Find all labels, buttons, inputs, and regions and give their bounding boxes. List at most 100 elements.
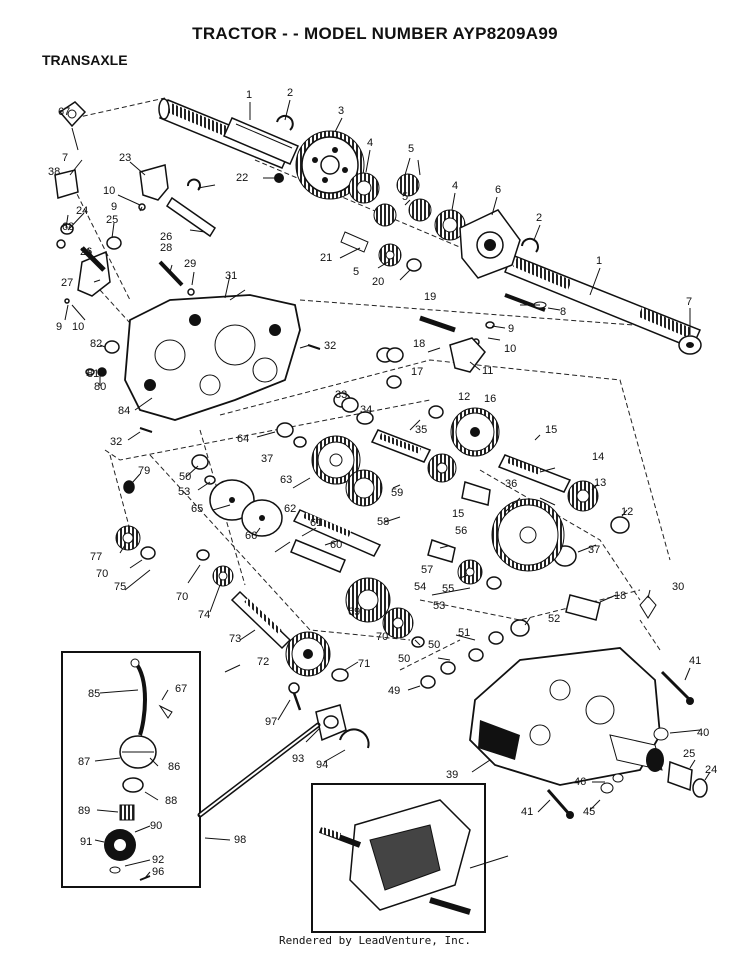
part-label: 9 (56, 321, 62, 333)
gear-61 (345, 469, 383, 507)
part-label: 81 (87, 368, 99, 380)
part-label: 20 (372, 276, 384, 288)
gear-71 (285, 631, 331, 677)
part-label: 1 (246, 89, 252, 101)
shift-parts (54, 164, 217, 304)
part-label: 8 (560, 306, 566, 318)
part-label: 50 (428, 639, 440, 651)
part-label: 21 (320, 252, 332, 264)
part-label: 91 (80, 836, 92, 848)
shift-cover-parts (288, 682, 370, 749)
part-label: 10 (504, 343, 516, 355)
part-label: 41 (521, 806, 533, 818)
part-label: 37 (588, 544, 600, 556)
plate-65 (241, 499, 283, 537)
part-label: 3 (338, 105, 344, 117)
plate-64 (209, 479, 255, 521)
part-label: 70 (96, 568, 108, 580)
part-label: 10 (103, 185, 115, 197)
ring-gear (295, 130, 365, 200)
inset-assembled-transaxle-box (311, 783, 486, 933)
part-label: 19 (424, 291, 436, 303)
part-label: 65 (191, 503, 203, 515)
part-label: 87 (78, 756, 90, 768)
part-label: 9 (508, 323, 514, 335)
gear-68 (345, 577, 391, 623)
part-label: 71 (358, 658, 370, 670)
part-label: 85 (88, 688, 100, 700)
part-label: 40 (697, 727, 709, 739)
part-label: 56 (455, 525, 467, 537)
part-label: 50 (179, 471, 191, 483)
part-label: 16 (484, 393, 496, 405)
part-label: 32 (110, 436, 122, 448)
part-label: 79 (138, 465, 150, 477)
part-label: 94 (316, 759, 328, 771)
part-label: 63 (280, 474, 292, 486)
part-label: 25 (683, 748, 695, 760)
part-label: 28 (160, 242, 172, 254)
diagram-subtitle: TRANSAXLE (42, 52, 128, 68)
part-label: 45 (583, 806, 595, 818)
part-label: 49 (388, 685, 400, 697)
part-label: 37 (261, 453, 273, 465)
gear-73 (212, 565, 234, 587)
part-label: 23 (119, 152, 131, 164)
part-label: 62 (284, 503, 296, 515)
axle-shaft-right (504, 254, 702, 349)
part-label: 10 (72, 321, 84, 333)
part-label: 73 (229, 633, 241, 645)
part-label: 5 (402, 191, 408, 203)
part-label: 17 (411, 366, 423, 378)
gear-69 (382, 607, 414, 639)
part-label: 60 (330, 539, 342, 551)
part-label: 2 (287, 87, 293, 99)
part-label: 58 (377, 516, 389, 528)
gear-62 (311, 435, 361, 485)
part-label: 80 (94, 381, 106, 393)
part-label: 4 (367, 137, 373, 149)
part-label: 2 (536, 212, 542, 224)
part-label: 7 (62, 152, 68, 164)
part-label: 14 (592, 451, 604, 463)
part-label: 86 (168, 761, 180, 773)
bearings (123, 347, 630, 689)
part-label: 69 (348, 606, 360, 618)
part-label: 74 (198, 609, 210, 621)
leader-lines (64, 99, 711, 879)
part-label: 25 (106, 214, 118, 226)
inset-shift-lever-box (61, 651, 201, 888)
part-label: 68 (62, 221, 74, 233)
part-label: 18 (614, 590, 626, 602)
end-washer-right (678, 335, 702, 355)
gear-54 (457, 559, 483, 585)
part-label: 6 (495, 184, 501, 196)
part-label: 11 (482, 365, 493, 377)
part-label: 22 (236, 172, 248, 184)
part-label: 93 (292, 753, 304, 765)
transaxle-case-upper (124, 294, 301, 421)
part-label: 75 (114, 581, 126, 593)
part-label: 53 (178, 486, 190, 498)
part-label: 67 (175, 683, 187, 695)
part-label: 33 (335, 389, 347, 401)
part-label: 82 (90, 338, 102, 350)
part-label: 50 (398, 653, 410, 665)
part-label: 12 (621, 506, 633, 518)
part-label: 84 (118, 405, 130, 417)
part-label: 5 (353, 266, 359, 278)
part-label: 34 (360, 404, 372, 416)
part-label: 97 (265, 716, 277, 728)
shafts (230, 429, 572, 650)
part-label: 41 (689, 655, 701, 667)
gear-16 (450, 407, 500, 457)
part-label: 66 (245, 530, 257, 542)
part-label: 54 (414, 581, 426, 593)
part-label: 13 (594, 477, 606, 489)
part-label: 5 (408, 143, 414, 155)
part-label: 31 (225, 270, 237, 282)
part-label: 26 (80, 246, 92, 258)
part-label: 36 (505, 478, 517, 490)
part-label: 35 (415, 424, 427, 436)
